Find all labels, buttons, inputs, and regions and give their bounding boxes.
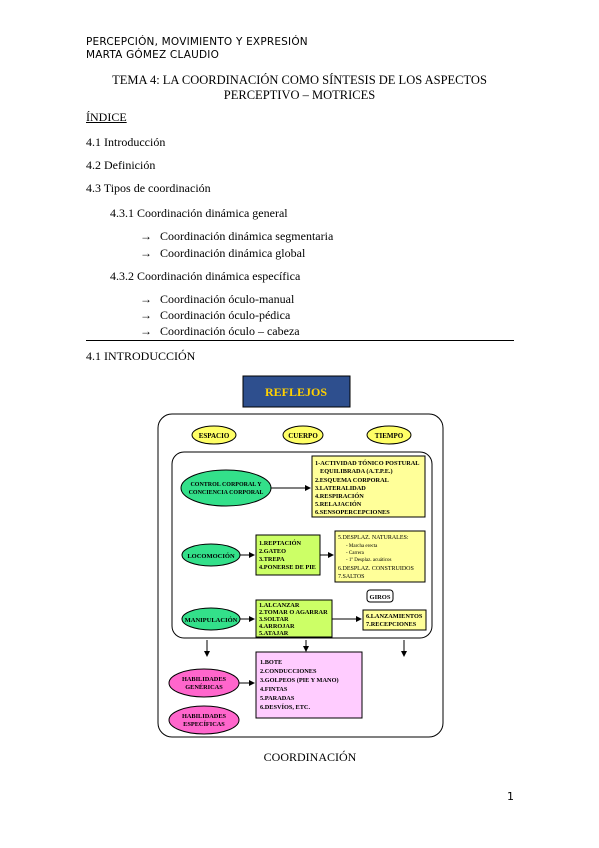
control-label-1: CONTROL CORPORAL Y bbox=[190, 482, 262, 488]
locomocion-list-box bbox=[255, 534, 321, 576]
habilidades-genericas-label-2: GENÉRICAS bbox=[185, 683, 223, 691]
index-heading: ÍNDICE bbox=[86, 110, 127, 124]
ellipse-habilidades-genericas bbox=[168, 668, 240, 698]
ellipse-control-corporal bbox=[180, 469, 272, 507]
index-item: 4.3.2 Coordinación dinámica específica bbox=[110, 269, 301, 283]
document-title-line1: TEMA 4: LA COORDINACIÓN COMO SÍNTESIS DE… bbox=[112, 73, 487, 87]
arrow-icon: → bbox=[140, 292, 152, 306]
diagram-caption: COORDINACIÓN bbox=[263, 750, 357, 764]
habilidades-especificas-label-2: ESPECÍFICAS bbox=[183, 720, 225, 728]
arrow-icon: → bbox=[140, 308, 152, 322]
manipulacion-label: MANIPULACIÓN bbox=[185, 616, 238, 624]
control-list-box bbox=[311, 455, 426, 518]
manipulacion-list-box bbox=[255, 599, 333, 638]
index-item: 4.1 Introducción bbox=[86, 135, 166, 149]
desplaz-list: 5.DESPLAZ. NATURALES: - Marcha erecta - … bbox=[338, 535, 415, 580]
habilidades-especificas-label-1: HABILIDADES bbox=[182, 713, 227, 720]
index-item: 4.3 Tipos de coordinación bbox=[86, 181, 211, 195]
index-subitem: →Coordinación óculo-pédica bbox=[140, 308, 291, 322]
ellipse-habilidades-especificas bbox=[168, 705, 240, 735]
index-subitem: →Coordinación óculo – cabeza bbox=[140, 324, 300, 338]
control-label-2: CONCIENCIA CORPORAL bbox=[189, 490, 264, 496]
arrow-icon: → bbox=[140, 229, 152, 243]
locomocion-list: 1.REPTACIÓN 2.GATEO 3.TREPA 4.PONERSE DE… bbox=[259, 539, 316, 571]
giros-box bbox=[366, 589, 394, 603]
ellipse-tiempo-label: TIEMPO bbox=[375, 432, 404, 440]
section-heading: 4.1 INTRODUCCIÓN bbox=[86, 349, 196, 363]
page-number: 1 bbox=[507, 790, 514, 803]
reflejos-label: REFLEJOS bbox=[265, 385, 327, 399]
index-subitem: →Coordinación dinámica global bbox=[140, 246, 306, 260]
ellipse-espacio bbox=[191, 425, 237, 445]
habilidades-genericas-label-1: HABILIDADES bbox=[182, 676, 227, 683]
habilidades-list: 1.BOTE 2.CONDUCCIONES 3.GOLPEOS (PIE Y M… bbox=[260, 659, 340, 711]
ellipse-tiempo bbox=[366, 425, 412, 445]
reflejos-box bbox=[242, 375, 351, 408]
index-subitem: →Coordinación dinámica segmentaria bbox=[140, 229, 334, 243]
lanzamientos-list-box bbox=[362, 609, 427, 631]
desplaz-list-box bbox=[334, 530, 426, 583]
arrow-icon: → bbox=[140, 246, 152, 260]
lanzamientos-list: 6.LANZAMIENTOS 7.RECEPCIONES bbox=[366, 613, 424, 628]
control-list: 1-ACTIVIDAD TÓNICO POSTURAL EQUILIBRADA … bbox=[315, 459, 421, 516]
horizontal-rule bbox=[86, 340, 514, 341]
document-title-line2: PERCEPTIVO – MOTRICES bbox=[223, 88, 376, 102]
document-header-line2: MARTA GÓMEZ CLAUDIO bbox=[86, 49, 220, 61]
index-item: 4.3.1 Coordinación dinámica general bbox=[110, 206, 288, 220]
index-item: 4.2 Definición bbox=[86, 158, 156, 172]
ellipse-cuerpo bbox=[282, 425, 324, 445]
arrow-icon: → bbox=[140, 324, 152, 338]
manipulacion-list: 1.ALCANZAR 2.TOMAR O AGARRAR 3.SOLTAR 4.… bbox=[259, 602, 329, 637]
locomocion-label: LOCOMOCIÓN bbox=[187, 552, 235, 560]
ellipse-cuerpo-label: CUERPO bbox=[288, 432, 318, 440]
index-subitem: →Coordinación óculo-manual bbox=[140, 292, 295, 306]
ellipse-espacio-label: ESPACIO bbox=[199, 432, 230, 440]
document-header-line1: PERCEPCIÓN, MOVIMIENTO Y EXPRESIÓN bbox=[86, 36, 308, 48]
giros-label: GIROS bbox=[370, 594, 391, 601]
habilidades-list-box bbox=[255, 651, 363, 719]
